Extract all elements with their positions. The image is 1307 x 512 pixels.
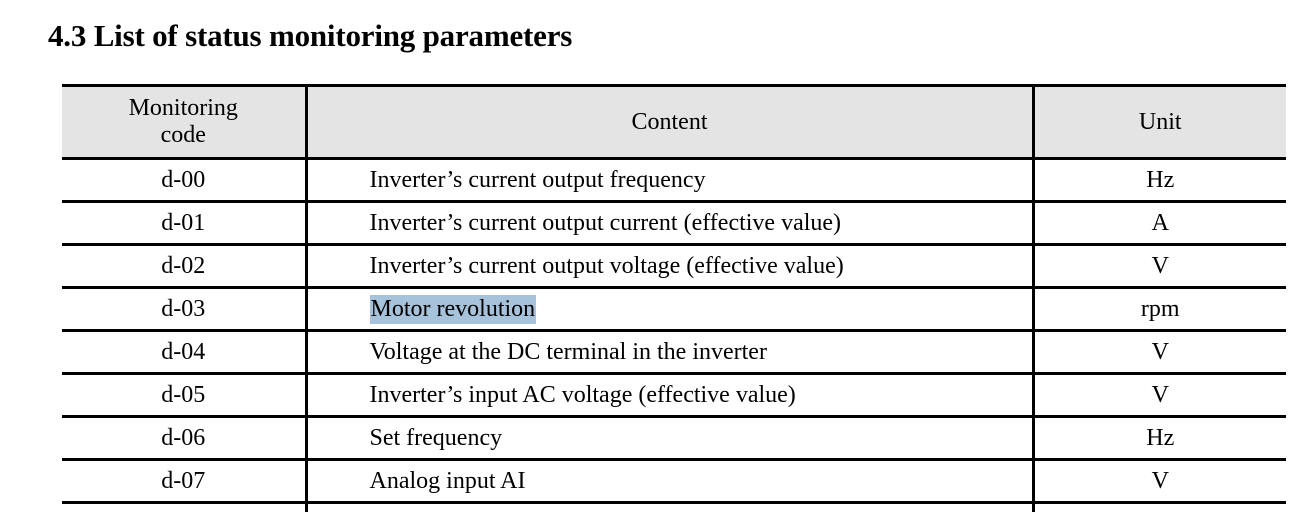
- page-title: 4.3 List of status monitoring parameters: [48, 18, 572, 54]
- table-header-row: Monitoring code Content Unit: [62, 86, 1286, 159]
- cell-content: Inverter’s current output voltage (effec…: [306, 245, 1033, 288]
- column-header-monitoring-code-line1: Monitoring: [62, 95, 305, 122]
- cell-unit: Hz: [1033, 159, 1286, 202]
- cell-unit: V: [1033, 331, 1286, 374]
- cell-monitoring-code: d-05: [62, 374, 306, 417]
- table-header: Monitoring code Content Unit: [62, 86, 1286, 159]
- cell-monitoring-code: d-02: [62, 245, 306, 288]
- cell-monitoring-code: d-04: [62, 331, 306, 374]
- cell-content: Inverter’s current output frequency: [306, 159, 1033, 202]
- column-header-monitoring-code: Monitoring code: [62, 86, 306, 159]
- cell-content: Motor revolution: [306, 288, 1033, 331]
- cell-content: Inverter’s current output current (effec…: [306, 202, 1033, 245]
- cell-monitoring-code: d-06: [62, 417, 306, 460]
- highlighted-text[interactable]: Motor revolution: [370, 295, 537, 324]
- cell-unit: rpm: [1033, 288, 1286, 331]
- cell-content: Set frequency: [306, 417, 1033, 460]
- cell-content: Voltage at the DC terminal in the invert…: [306, 331, 1033, 374]
- cell-monitoring-code: d-07: [62, 460, 306, 503]
- cell-monitoring-code: d-00: [62, 159, 306, 202]
- column-header-content: Content: [306, 86, 1033, 159]
- cell-monitoring-code: d-01: [62, 202, 306, 245]
- cell-unit: V: [1033, 374, 1286, 417]
- cell-unit: V: [1033, 460, 1286, 503]
- table-row: d-03 Motor revolution rpm: [62, 288, 1286, 331]
- cell-unit: A: [1033, 202, 1286, 245]
- cell-unit: Hz: [1033, 417, 1286, 460]
- cell-monitoring-code: d-03: [62, 288, 306, 331]
- cell-content: Inverter’s input AC voltage (effective v…: [306, 374, 1033, 417]
- cell-content: Analog input AI: [306, 460, 1033, 503]
- column-header-monitoring-code-line2: code: [62, 122, 305, 149]
- cell-unit: V: [1033, 245, 1286, 288]
- column-header-unit: Unit: [1033, 86, 1286, 159]
